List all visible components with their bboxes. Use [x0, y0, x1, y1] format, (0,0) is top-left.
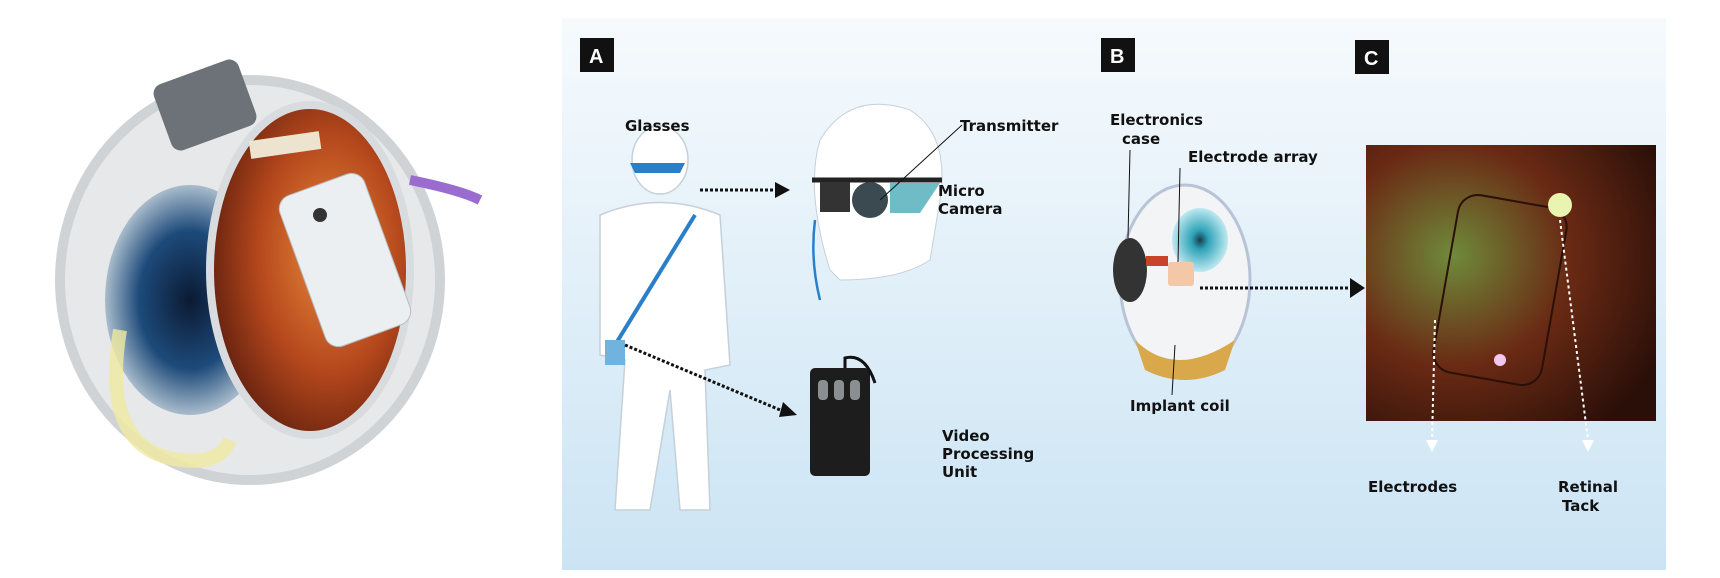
label-implant-coil: Implant coil	[1130, 397, 1230, 415]
panel-c-label: C	[1364, 48, 1378, 70]
glasses-on-person	[630, 163, 685, 173]
panel-tag-a	[580, 38, 614, 72]
panel-tag-b	[1101, 38, 1135, 72]
label-electronics: Electronics	[1110, 111, 1203, 129]
strap	[613, 213, 697, 347]
label-transmitter: Transmitter	[960, 117, 1059, 135]
label-processing: Processing	[942, 445, 1034, 463]
label-retinal: Retinal	[1558, 478, 1618, 496]
label-glasses: Glasses	[625, 117, 690, 135]
eye-implant-illustration	[55, 59, 483, 485]
label-video: Video	[942, 427, 990, 445]
panel-tag-c	[1355, 40, 1389, 74]
label-electrodes: Electrodes	[1368, 478, 1457, 496]
label-camera: Camera	[938, 200, 1002, 218]
panel-b-label: B	[1110, 46, 1124, 68]
vpu-on-person	[605, 340, 625, 365]
arrow-icon	[1426, 440, 1438, 452]
panel-a-label: A	[589, 46, 603, 68]
label-micro: Micro	[938, 182, 985, 200]
label-unit: Unit	[942, 463, 977, 481]
implant-eyeball	[1113, 183, 1252, 380]
fundus-photo	[1366, 145, 1656, 421]
video-processing-unit	[810, 355, 877, 476]
label-electrode-array: Electrode array	[1188, 148, 1318, 166]
arrow-icon	[775, 182, 790, 198]
label-case: case	[1122, 130, 1160, 148]
person-figure	[599, 125, 731, 511]
arrow-icon	[779, 402, 797, 417]
label-tack: Tack	[1562, 497, 1600, 515]
head-with-glasses	[812, 103, 943, 301]
arrow-icon	[1350, 278, 1365, 298]
arrow-icon	[1582, 440, 1594, 452]
